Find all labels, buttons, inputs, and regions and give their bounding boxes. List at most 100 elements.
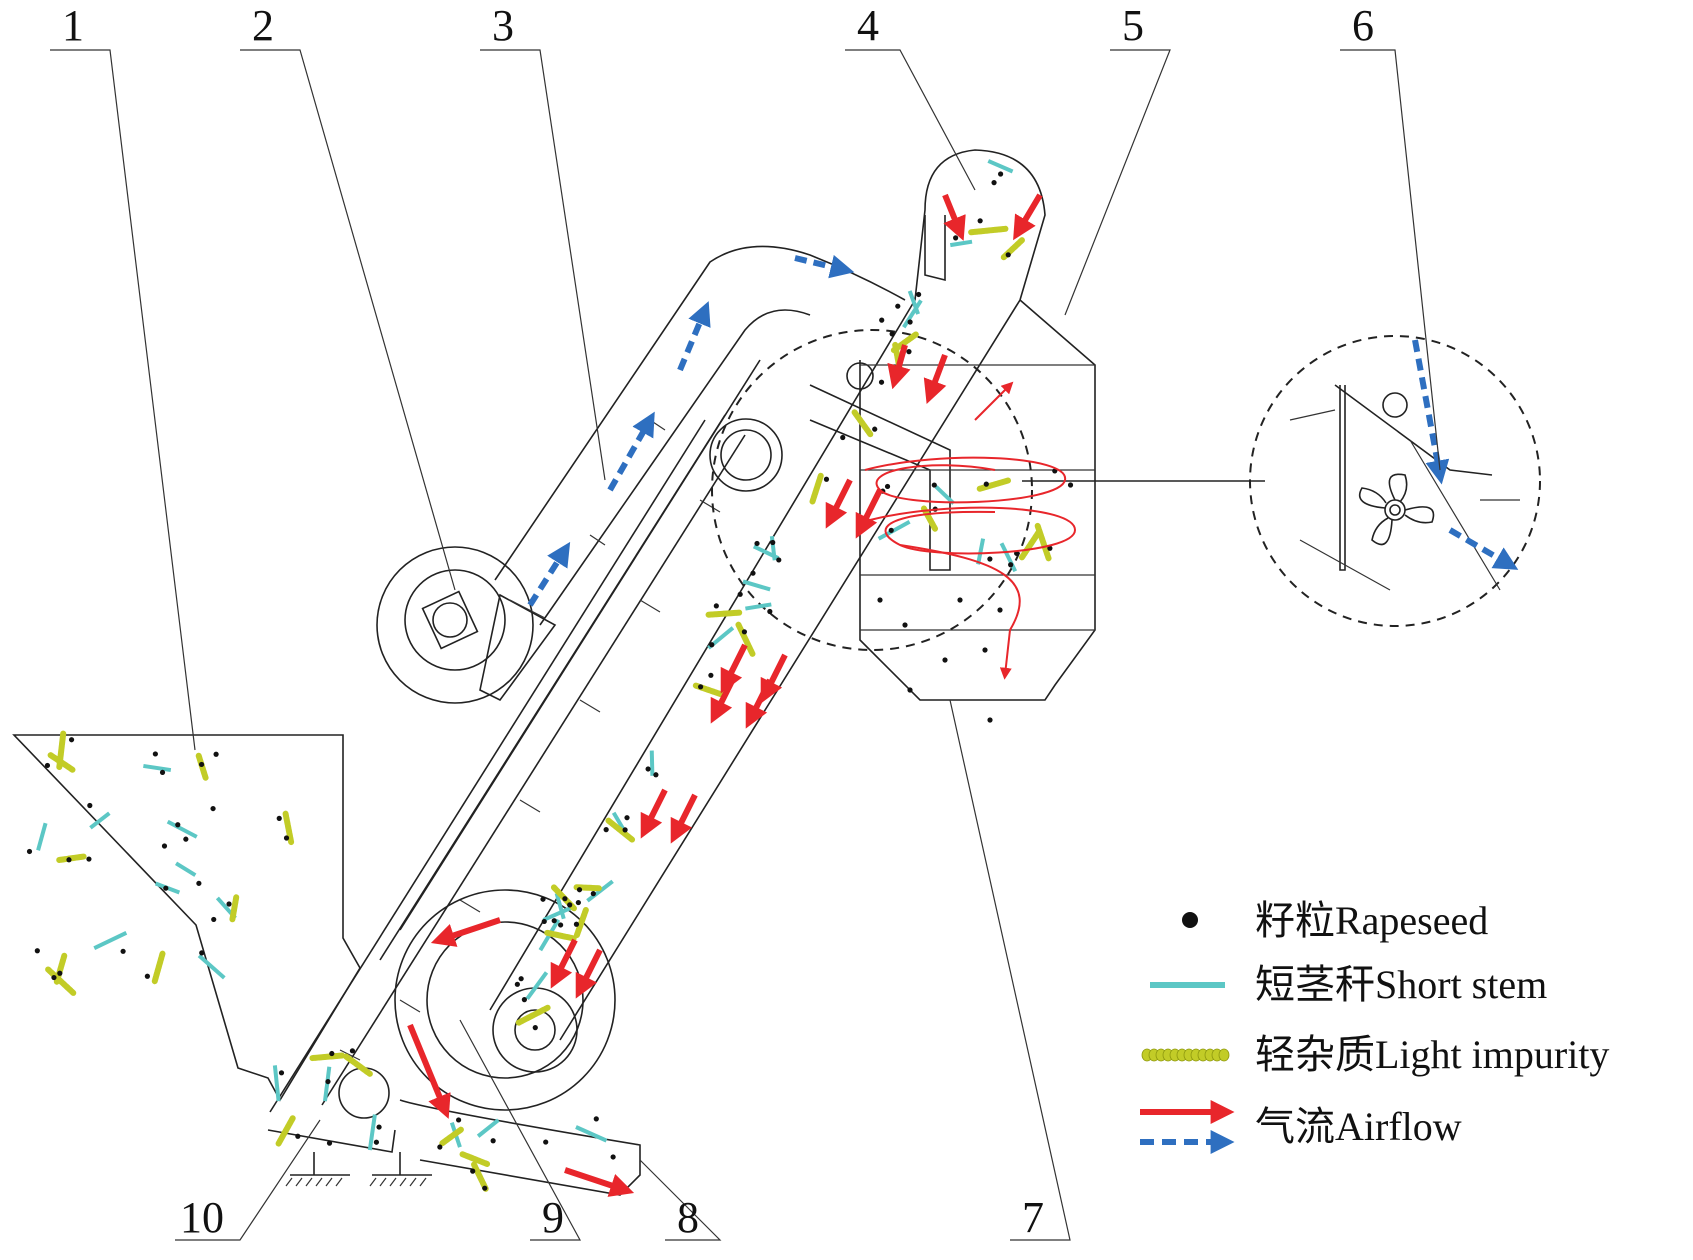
rapeseed-mark — [1047, 545, 1053, 551]
rapeseed-mark — [161, 843, 168, 849]
red-airflow-arrow — [887, 344, 911, 390]
rapeseed-mark — [645, 766, 651, 772]
light-impurity-mark — [515, 1004, 551, 1026]
rapeseed-mark — [942, 657, 948, 663]
light-impurity-mark — [275, 1115, 296, 1147]
rapeseed-mark — [622, 827, 628, 833]
rapeseed-mark — [482, 1185, 488, 1191]
rapeseed-mark — [456, 1117, 462, 1123]
rapeseed-mark — [211, 916, 217, 923]
blue-airflow-arrow — [527, 541, 571, 607]
short-stem-mark — [36, 822, 48, 851]
rapeseed-mark — [295, 1133, 301, 1139]
rapeseed-mark — [907, 319, 913, 325]
rapeseed-mark — [593, 1116, 599, 1122]
rapeseed-mark — [376, 1124, 382, 1130]
rapeseed-mark — [997, 607, 1003, 613]
callout-2: 2 — [252, 1, 274, 50]
rapeseed-mark — [373, 1139, 380, 1145]
red-airflow-arrow — [923, 353, 948, 404]
rapeseed-mark — [1067, 482, 1074, 488]
rapeseed-mark — [576, 887, 583, 893]
rapeseed-mark — [490, 1138, 496, 1144]
red-airflow-arrow — [855, 488, 883, 539]
rapeseed-mark — [159, 769, 166, 776]
rapeseed-mark — [872, 426, 878, 432]
short-stem-mark — [272, 1065, 281, 1102]
rapeseed-mark — [884, 483, 891, 490]
lower-drum — [394, 889, 641, 1196]
red-airflow-arrow — [564, 1167, 635, 1197]
light-impurity-mark — [851, 409, 874, 438]
rapeseed-mark — [895, 303, 901, 309]
rapeseed-mark — [87, 802, 93, 809]
red-airflow-arrow — [720, 643, 748, 694]
light-impurity-mark — [920, 505, 939, 533]
rapeseed-mark — [51, 974, 57, 981]
rapeseed-mark — [624, 815, 630, 821]
light-impurity-mark — [976, 477, 1012, 492]
rapeseed-mark — [603, 827, 609, 833]
rapeseed-particles — [26, 171, 1074, 1191]
rapeseed-mark — [741, 629, 748, 635]
rapeseed-mark — [987, 556, 993, 562]
rapeseed-mark — [541, 918, 547, 925]
rapeseed-mark — [521, 997, 527, 1003]
rapeseed-mark — [540, 896, 546, 902]
short-stem-mark — [166, 819, 198, 839]
callout-numbers: 1 2 3 4 5 6 7 8 9 10 — [62, 1, 1374, 1242]
short-stem-mark — [93, 931, 128, 950]
rapeseed-mark — [709, 642, 715, 648]
blue-airflow-arrow — [677, 301, 711, 372]
rapeseed-mark — [44, 762, 51, 769]
blue-airflow-arrows — [527, 254, 1519, 607]
rapeseed-mark — [1005, 252, 1011, 258]
impurity-chain-bead — [1218, 1048, 1230, 1062]
callout-9: 9 — [542, 1193, 564, 1242]
blue-airflow-arrow — [794, 254, 855, 279]
seed-dot-icon — [1182, 912, 1198, 928]
rapeseed-mark — [278, 1070, 285, 1076]
short-stem-mark — [367, 1114, 377, 1151]
fan-rotor-icon — [1358, 473, 1435, 546]
rapeseed-mark — [902, 622, 908, 628]
blue-airflow-arrow — [1412, 339, 1450, 485]
rapeseed-mark — [906, 349, 912, 355]
red-airflow-arrow — [745, 678, 773, 729]
rapeseed-mark — [196, 880, 202, 886]
rapeseed-mark — [120, 948, 126, 954]
rapeseed-mark — [998, 171, 1004, 177]
rapeseed-mark — [57, 970, 63, 976]
rapeseed-mark — [750, 570, 756, 576]
inclined-conveyor — [267, 359, 783, 1187]
rapeseed-mark — [349, 1048, 356, 1054]
light-impurity-mark — [1034, 522, 1052, 562]
light-impurity-mark — [309, 1052, 346, 1062]
blue-airflow-arrow — [1448, 527, 1519, 570]
light-impurity-mark — [705, 609, 743, 618]
rapeseed-mark — [532, 1025, 538, 1031]
rapeseed-mark — [987, 717, 993, 723]
callout-4: 4 — [857, 1, 879, 50]
rapeseed-mark — [276, 815, 282, 821]
rapeseed-mark — [66, 857, 72, 863]
rapeseed-mark — [877, 597, 883, 603]
short-stem-particles — [36, 159, 1018, 1151]
rapeseed-mark — [767, 608, 773, 615]
rapeseed-mark — [551, 918, 557, 924]
rapeseed-mark — [558, 922, 564, 928]
rapeseed-mark — [213, 751, 219, 757]
light-impurity-particles — [45, 225, 1052, 1193]
rapeseed-mark — [590, 891, 596, 897]
rapeseed-mark — [737, 591, 743, 597]
light-impurity-mark — [573, 906, 589, 939]
rapeseed-mark — [199, 950, 205, 956]
legend-impurity: 轻杂质Light impurity — [1255, 1032, 1609, 1077]
short-stem-mark — [542, 905, 573, 922]
rapeseed-mark — [991, 180, 997, 186]
red-airflow-arrow — [670, 793, 698, 844]
callout-8: 8 — [677, 1193, 699, 1242]
short-stem-mark — [976, 538, 986, 565]
rapeseed-mark — [567, 902, 573, 908]
